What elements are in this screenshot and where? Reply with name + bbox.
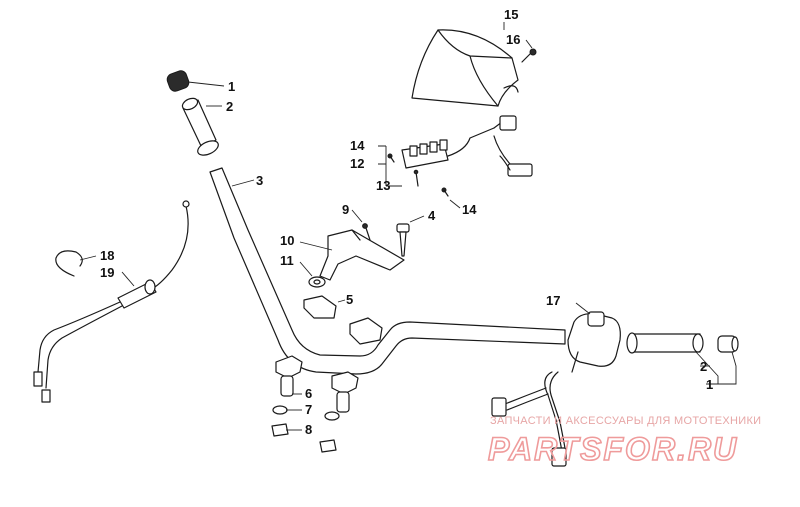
watermark-logo: PARTSFOR.RU [488,431,738,467]
callout-19: 19 [100,265,114,280]
callout-1-right: 1 [706,377,713,392]
screw-16 [521,48,537,63]
windshield [411,29,519,107]
cable-19 [33,200,190,403]
callout-14-top: 14 [350,138,365,153]
callout-12: 12 [350,156,364,171]
leader-lines [79,22,737,431]
callouts: 1 2 3 4 5 6 7 8 9 10 11 12 13 14 14 15 1… [100,7,713,437]
callout-7: 7 [305,402,312,417]
callout-5: 5 [346,292,353,307]
callout-3: 3 [256,173,263,188]
switch-housing [491,311,621,467]
bolt-4 [396,223,410,257]
watermark: ЗАПЧАСТИ И АКСЕССУАРЫ ДЛЯ МОТОТЕХНИКИ PA… [487,415,761,468]
callout-8: 8 [305,422,312,437]
clamp-lower-left [275,355,303,397]
callout-2-right: 2 [700,359,707,374]
grip-right [626,332,704,354]
bar-end-plug-right [717,335,739,353]
bar-end-plug-left [166,70,190,92]
clamp-lower-right [331,371,359,413]
callout-10: 10 [280,233,294,248]
callout-15: 15 [504,7,518,22]
screw-14-left [387,153,395,163]
callout-1-top: 1 [228,79,235,94]
handlebar [209,167,566,375]
screw-13 [413,169,419,187]
callout-2-top: 2 [226,99,233,114]
callout-18: 18 [100,248,114,263]
callout-17: 17 [546,293,560,308]
grip-left [181,97,219,156]
bracket-10 [319,229,405,281]
switch-block [401,115,533,177]
callout-14-right: 14 [462,202,477,217]
washer-11 [308,276,326,288]
callout-6: 6 [305,386,312,401]
callout-9: 9 [342,202,349,217]
bolt-9 [362,223,371,241]
watermark-caption: ЗАПЧАСТИ И АКСЕССУАРЫ ДЛЯ МОТОТЕХНИКИ [490,415,761,427]
callout-13: 13 [376,178,390,193]
screw-14-right [441,187,449,197]
callout-4: 4 [428,208,436,223]
callout-11: 11 [280,253,294,268]
nut-8 [271,423,337,453]
clip-18 [55,250,83,277]
clamp-upper-right [349,317,383,345]
clamp-upper-left [303,295,337,319]
callout-16: 16 [506,32,520,47]
